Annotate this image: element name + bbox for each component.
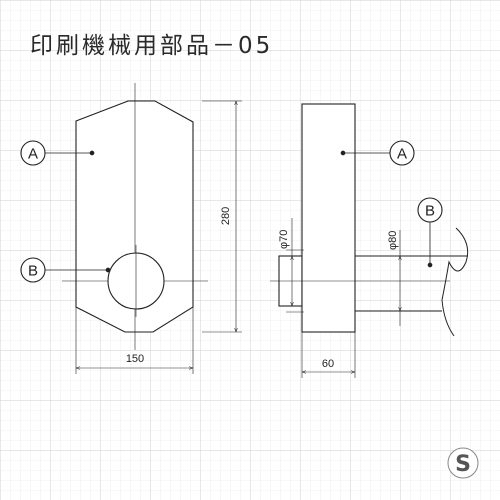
brand-logo: S [447, 447, 479, 479]
large-shaft [355, 255, 468, 312]
part-a-side-body [301, 103, 356, 333]
dimension-lines [75, 100, 400, 378]
shaft-break-line [441, 227, 469, 337]
drawing-title: 印刷機械用部品－05 [30, 33, 274, 59]
callout-a-side-letter: A [397, 146, 407, 163]
dim-280-label: 280 [220, 207, 232, 225]
dim-phi80-label: φ80 [387, 231, 399, 250]
callout-a-front-letter: A [28, 146, 38, 163]
callout-b-front-letter: B [28, 263, 38, 280]
front-view [62, 83, 208, 350]
dim-phi70-label: φ70 [278, 230, 290, 249]
dim-150-label: 150 [126, 353, 144, 365]
dim-60-label: 60 [322, 358, 334, 370]
callout-b-side-letter: B [425, 203, 435, 220]
logo-letter: S [455, 452, 471, 477]
callouts [20, 140, 443, 283]
